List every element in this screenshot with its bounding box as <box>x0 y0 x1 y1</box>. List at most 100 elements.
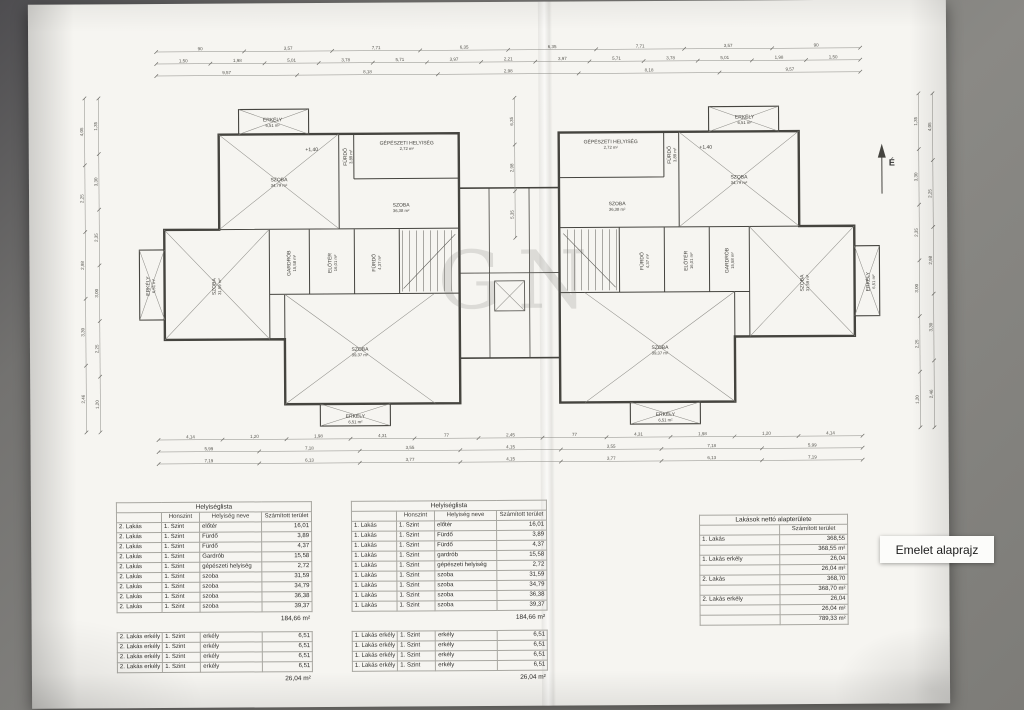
dimension-label: 6,35 <box>460 45 469 50</box>
dimension-label: 3,55 <box>607 444 616 449</box>
dimension-label: 8,18 <box>363 69 372 74</box>
dimension-label: 7,71 <box>372 45 381 50</box>
dimension-label: 3,00 <box>94 288 99 297</box>
dimension-label: 7,19 <box>205 458 214 463</box>
apartment-unit-left <box>137 106 462 429</box>
dimension-label: 8,18 <box>645 67 654 72</box>
dimension-label: 9,57 <box>222 70 231 75</box>
dimension-label: 2,25 <box>80 194 85 203</box>
dimension-label: 4,14 <box>826 430 835 435</box>
dimension-label: 1,98 <box>698 431 707 436</box>
dimension-label: 1,98 <box>314 434 323 439</box>
room-label: ELŐTÉR16,01 m² <box>682 250 694 270</box>
dimension-label: 5,01 <box>720 55 729 60</box>
room-label: SZOBA31,59 m² <box>800 274 811 292</box>
dimension-label: 4,14 <box>186 434 195 439</box>
dimension-label: 6,13 <box>707 455 716 460</box>
dimension-label: 2,25 <box>927 189 932 198</box>
dimension-label: 4,15 <box>506 456 515 461</box>
room-label: FÜRDŐ3,89 m² <box>342 148 354 166</box>
dimension-label: 1,98 <box>233 58 242 63</box>
plan-title-label: Emelet alaprajz <box>880 536 994 563</box>
dimension-label: 2,98 <box>928 255 933 264</box>
table-total-row: 26,04 m² <box>352 670 547 683</box>
room-label: ERKÉLY6,51 m² <box>865 271 877 291</box>
dimension-label: 1,20 <box>915 395 920 404</box>
north-label: É <box>889 158 895 168</box>
dimension-label: 4,05 <box>927 122 932 131</box>
dimension-label: 2,98 <box>509 163 514 172</box>
dimension-label: 3,78 <box>341 57 350 62</box>
dimension-label: 77 <box>572 432 578 437</box>
dimension-label: 3,77 <box>406 457 415 462</box>
dimension-label: 3,30 <box>928 322 933 331</box>
dimension-label: 5,01 <box>287 58 296 63</box>
table-total-row: 184,66 m² <box>352 610 547 623</box>
apartment-unit-right <box>557 104 882 426</box>
dimension-label: 3,30 <box>913 172 918 181</box>
dimension-label: 3,57 <box>284 46 293 51</box>
table-total-row: 184,66 m² <box>117 612 312 625</box>
dimension-label: 3,57 <box>724 43 733 48</box>
dimension-label: 3,78 <box>666 55 675 60</box>
dimension-label: 2,98 <box>504 68 513 73</box>
north-arrow: É <box>877 143 895 194</box>
dimension-label: 6,35 <box>548 44 557 49</box>
dimension-label: 6,35 <box>509 116 514 125</box>
dimension-label: 7,18 <box>707 443 716 448</box>
room-label: +1,40 <box>699 145 712 151</box>
dimension-label: 1,98 <box>775 55 784 60</box>
dimension-label: 3,30 <box>93 177 98 186</box>
dimension-label: 2,35 <box>914 228 919 237</box>
room-label: SZOBA31,59 m² <box>212 277 223 295</box>
table-total: 184,66 m² <box>515 613 546 621</box>
dimension-label: 1,20 <box>250 434 259 439</box>
dimension-label: 9,57 <box>785 67 794 72</box>
room-label: ELŐTÉR16,01 m² <box>326 253 338 273</box>
dimension-label: 1,50 <box>179 58 188 63</box>
dimension-label: 6,13 <box>305 458 314 463</box>
dimension-label: 4,05 <box>79 127 84 136</box>
dimension-label: 7,18 <box>305 446 314 451</box>
dimension-label: 2,25 <box>94 344 99 353</box>
dimension-label: 2,21 <box>504 56 513 61</box>
dimension-label: 1,35 <box>913 116 918 125</box>
dimension-label: 1,50 <box>829 54 838 59</box>
dimension-label: 3,55 <box>406 445 415 450</box>
dimension-label: 5,99 <box>204 446 213 451</box>
table-total: 26,04 m² <box>285 675 311 683</box>
dimension-label: 77 <box>444 433 450 438</box>
dimension-label: 3,00 <box>914 283 919 292</box>
dimension-label: 3,97 <box>450 57 459 62</box>
dimension-label: 3,77 <box>607 456 616 461</box>
dimension-label: 2,46 <box>929 389 934 398</box>
dimension-label: 3,97 <box>558 56 567 61</box>
dimension-label: 90 <box>814 42 820 47</box>
room-label: +1,40 <box>305 147 318 153</box>
dimension-label: 7,71 <box>636 44 645 49</box>
dimension-label: 2,46 <box>81 394 86 403</box>
room-label: FÜRDŐ4,37 m² <box>370 254 382 272</box>
dimension-label: 5,71 <box>612 56 621 61</box>
dimension-label: 5,35 <box>510 210 515 219</box>
dimension-label: 4,15 <box>506 444 515 449</box>
